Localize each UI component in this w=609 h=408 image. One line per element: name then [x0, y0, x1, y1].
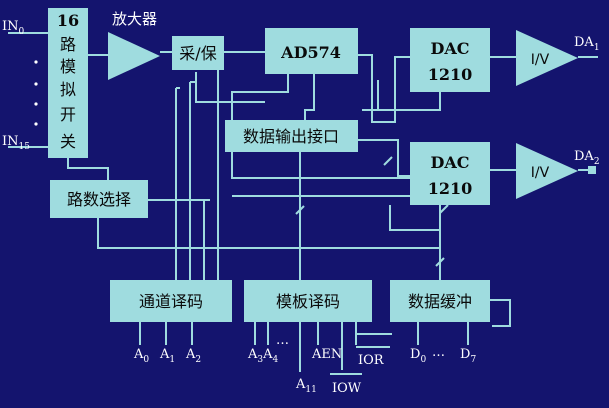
amplifier: [108, 32, 160, 80]
mux-line-3: 模: [60, 57, 76, 76]
dac2-line-1: DAC: [430, 153, 469, 172]
iv2-block: I/V: [516, 143, 578, 199]
output-da1-label: DA1: [574, 35, 600, 53]
signal-a2-label: A2: [185, 347, 201, 365]
route-select-label: 路数选择: [67, 190, 131, 209]
adc-block: AD574: [265, 28, 358, 74]
sample-hold-label: 采/保: [179, 44, 216, 63]
iv2-label: I/V: [531, 165, 550, 181]
signal-a1-label: A1: [159, 347, 175, 365]
dac1-block: DAC 1210: [410, 28, 490, 92]
sample-hold-block: 采/保: [172, 36, 224, 70]
input-in15-label: IN15: [2, 134, 30, 152]
signal-ior-label: IOR: [358, 353, 385, 368]
board-decode-label: 模板译码: [276, 292, 340, 311]
channel-decode-block: 通道译码: [110, 280, 232, 322]
data-buffer-block: 数据缓冲: [390, 280, 490, 322]
board-decode-block: 模板译码: [244, 280, 372, 322]
data-out-label: 数据输出接口: [243, 127, 339, 146]
signal-d0-label: D0: [410, 347, 426, 365]
iv1-block: I/V: [516, 30, 578, 86]
amplifier-label: 放大器: [112, 10, 157, 28]
mux-line-6: 关: [60, 132, 76, 151]
input-in0-label: IN0: [2, 19, 25, 37]
dac2-line-2: 1210: [428, 179, 473, 198]
signal-iow-label: IOW: [332, 381, 362, 396]
mux-block: 16 路 模 拟 开 关: [48, 8, 88, 158]
da2-terminal-marker: [588, 166, 596, 174]
signal-a3a4-label: A3A4: [247, 347, 279, 365]
signal-dots-1: …: [276, 333, 289, 348]
channel-decode-label: 通道译码: [139, 292, 203, 311]
dac1-line-1: DAC: [430, 39, 469, 58]
output-da2-label: DA2: [574, 149, 600, 167]
wires: [8, 32, 598, 375]
mux-line-1: 16: [57, 11, 79, 30]
signal-aen-label: AEN: [311, 347, 342, 362]
data-buffer-label: 数据缓冲: [408, 292, 472, 311]
iv1-label: I/V: [531, 52, 550, 68]
adc-label: AD574: [280, 43, 341, 62]
mux-line-2: 路: [60, 35, 76, 54]
mux-line-4: 拟: [60, 80, 76, 99]
dac2-block: DAC 1210: [410, 142, 490, 205]
dac1-line-2: 1210: [428, 65, 473, 84]
data-out-block: 数据输出接口: [225, 120, 358, 152]
signal-a11-label: A11: [295, 377, 317, 395]
mux-line-5: 开: [60, 105, 76, 124]
signal-a0-label: A0: [133, 347, 149, 365]
signal-dots-2: …: [432, 345, 445, 360]
signal-d7-label: D7: [460, 347, 476, 365]
input-dots: [34, 60, 38, 126]
bus-slashes: [295, 156, 449, 267]
route-select-block: 路数选择: [50, 180, 148, 218]
